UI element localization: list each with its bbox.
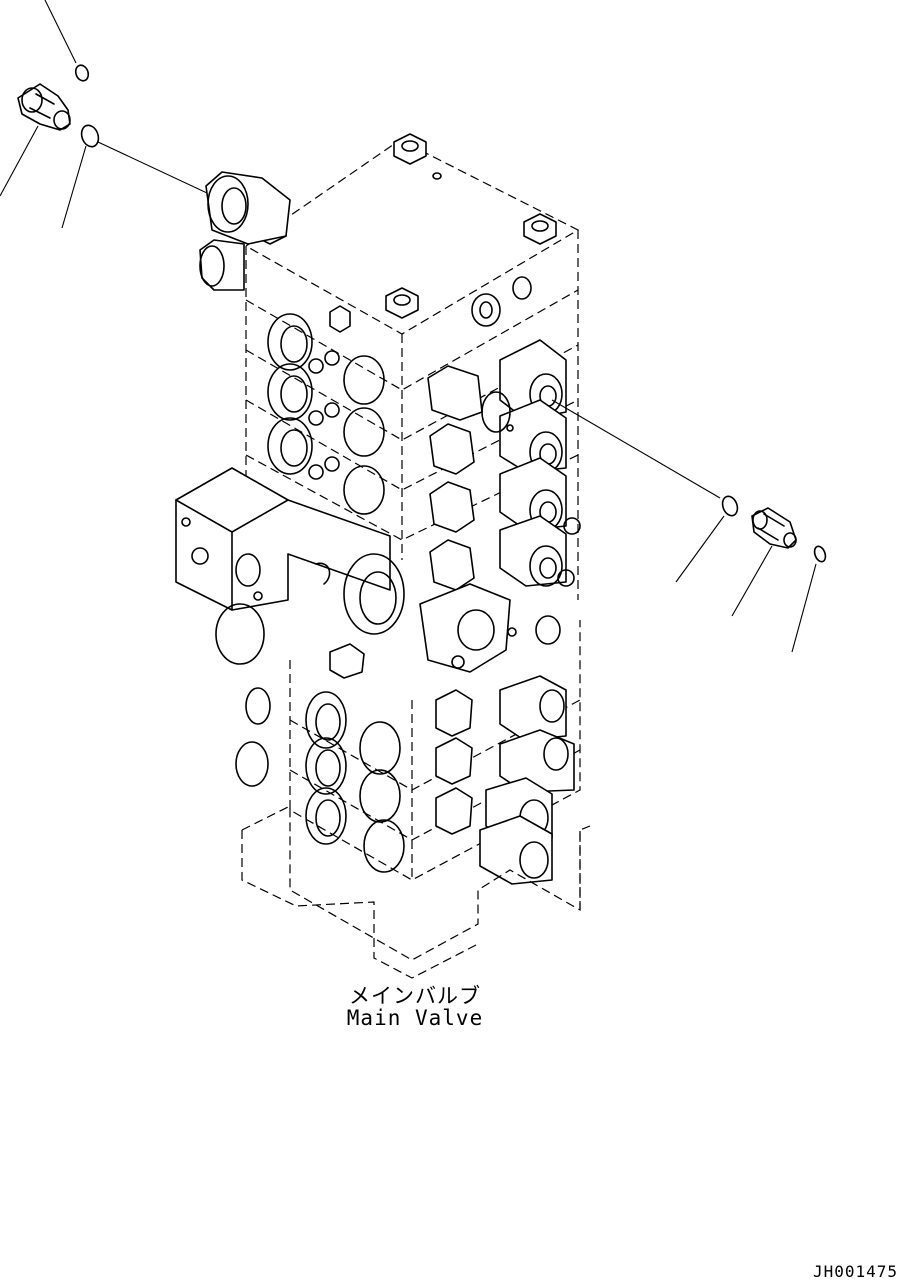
side-block <box>175 467 405 665</box>
right-pressure-sensor-assembly <box>675 495 827 653</box>
base-plate <box>241 805 591 979</box>
drawing-id: JH001475 <box>812 1262 898 1281</box>
right-pressure-sensor <box>751 507 797 549</box>
left-o-ring-upper <box>74 64 90 82</box>
left-pressure-sensor <box>17 83 71 131</box>
top-bolt <box>393 133 427 165</box>
right-o-ring-right <box>813 545 827 563</box>
top-bolt <box>385 287 419 319</box>
lower-section <box>235 583 581 885</box>
upper-port-fitting <box>199 171 291 291</box>
main-valve-body <box>175 133 721 979</box>
left-face-ports <box>267 305 385 515</box>
caption-english: Main Valve <box>346 1006 484 1030</box>
right-solenoid-stack <box>427 276 581 591</box>
top-bolt <box>523 213 557 245</box>
caption-japanese: メインバルブ <box>349 984 481 1008</box>
right-o-ring-left <box>721 495 739 517</box>
left-o-ring-lower <box>80 124 100 148</box>
